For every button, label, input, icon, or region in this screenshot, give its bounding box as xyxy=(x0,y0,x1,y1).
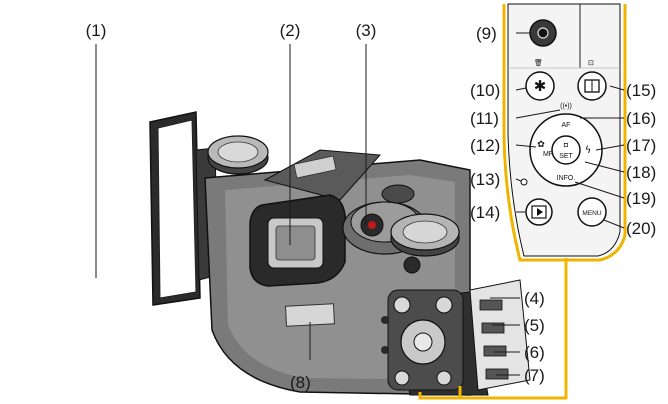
small-star-button[interactable] xyxy=(393,296,411,314)
af-label: AF xyxy=(562,122,571,129)
callout-8: (8) xyxy=(290,373,311,392)
play-icon xyxy=(537,208,543,216)
set-label: SET xyxy=(559,153,573,160)
indicator-lamp xyxy=(520,178,528,186)
small-menu-button[interactable] xyxy=(436,370,452,386)
small-af-frame-button[interactable] xyxy=(435,296,453,314)
macro-icon: ✿ xyxy=(537,140,545,150)
callout-4: (4) xyxy=(524,289,545,308)
callout-15: (15) xyxy=(626,81,656,100)
callout-17: (17) xyxy=(626,136,656,155)
func-set-button[interactable] xyxy=(551,135,581,165)
callout-12: (12) xyxy=(470,136,500,155)
terminal-2 xyxy=(481,322,505,334)
callout-1: (1) xyxy=(86,21,107,40)
ae-lock-button[interactable] xyxy=(525,71,555,101)
trash-icon: 🗑 xyxy=(534,58,543,67)
connector-bracket xyxy=(418,258,568,400)
hot-shoe-group xyxy=(263,149,382,201)
small-play-button[interactable] xyxy=(394,370,410,386)
callout-6: (6) xyxy=(524,343,545,362)
strap-mount-left xyxy=(381,316,389,324)
callout-2: (2) xyxy=(280,21,301,40)
func-icon: ◘ xyxy=(564,142,568,149)
wifi-icon: ((•)) xyxy=(560,103,572,110)
movie-record-icon-large xyxy=(537,27,549,39)
shutter-dial xyxy=(381,184,415,204)
menu-button[interactable] xyxy=(577,197,607,227)
terminal-4 xyxy=(485,368,509,380)
terminal-cover-group xyxy=(469,279,531,391)
lcd-screen xyxy=(157,119,197,299)
right-top-controls xyxy=(342,184,460,257)
terminal-1 xyxy=(479,299,503,311)
callout-7: (7) xyxy=(524,366,545,385)
mode-dial xyxy=(207,135,269,175)
rear-control-cluster xyxy=(387,289,464,391)
movie-record-icon xyxy=(368,221,376,229)
callout-5: (5) xyxy=(524,316,545,335)
callout-11: (11) xyxy=(470,109,499,128)
callout-13: (13) xyxy=(470,170,500,189)
serial-number-plate xyxy=(284,303,336,327)
strap-mount-left2 xyxy=(381,346,389,354)
menu-label: MENU xyxy=(582,210,601,217)
record-button-small[interactable] xyxy=(403,256,421,274)
flash-icon: ϟ xyxy=(585,145,592,156)
info-label: INFO. xyxy=(557,175,576,182)
leader-lines xyxy=(95,32,625,376)
callout-10: (10) xyxy=(470,81,500,100)
callout-19: (19) xyxy=(626,189,656,208)
small-func-set-button[interactable] xyxy=(413,332,433,352)
callout-20: (20) xyxy=(626,219,656,238)
callout-3: (3) xyxy=(356,21,377,40)
af-frame-magnify-icon: ⊡ xyxy=(588,60,594,67)
zoomed-control-panel: 🗑 ✱ ⊡ ((•)) ◘ SET AF MF ✿ ϟ INFO. MENU xyxy=(502,3,627,262)
callout-labels: (1) (2) (3) (9) (10) (11) (12) (13) (14)… xyxy=(86,21,657,392)
star-icon: ✱ xyxy=(534,77,547,95)
terminal-3 xyxy=(483,345,507,357)
mf-label: MF xyxy=(543,151,553,158)
callout-16: (16) xyxy=(626,109,656,128)
callout-14: (14) xyxy=(470,203,500,222)
viewfinder-group xyxy=(249,194,347,287)
callout-18: (18) xyxy=(626,163,656,182)
callout-9: (9) xyxy=(476,24,497,43)
hot-shoe xyxy=(293,155,337,179)
